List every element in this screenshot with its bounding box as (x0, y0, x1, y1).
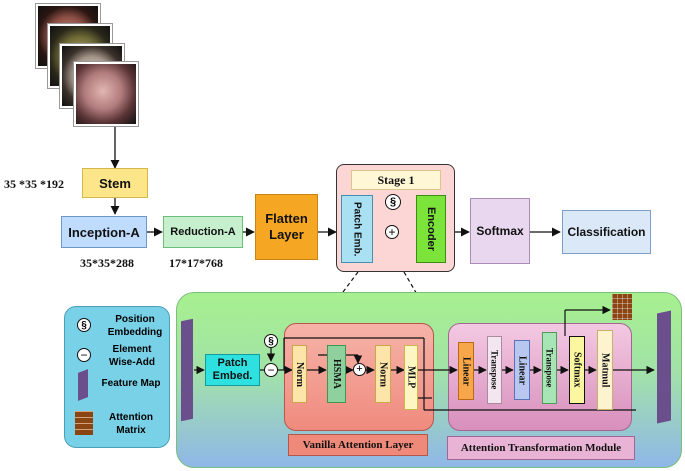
linear-1-block: Linear (458, 342, 474, 400)
legend-element-wise-add: Element Wise-Add (108, 344, 156, 368)
norm-1-label: Norm (294, 361, 305, 387)
element-wise-add-icon: + (385, 225, 399, 239)
patch-emb-label: Patch Emb. (351, 201, 363, 257)
reduction-dimension-label: 17*17*768 (169, 256, 223, 270)
softmax-bottom-block: Softmax (569, 336, 585, 404)
endoscopy-image-4 (74, 62, 138, 126)
transpose-1-block: Transpose (487, 336, 502, 404)
softmax-bottom-label: Softmax (571, 352, 583, 388)
linear-2-label: Linear (516, 355, 528, 385)
output-feature-map (657, 310, 671, 424)
flatten-label: Flatten Layer (265, 211, 308, 242)
linear-1-label: Linear (460, 356, 472, 386)
bottom-position-embedding-icon: § (264, 334, 278, 348)
transpose-2-label: Transpose (544, 348, 555, 388)
matmul-block: Matmul (597, 330, 613, 410)
legend-panel: § Position Embedding − Element Wise-Add … (64, 306, 170, 448)
atm-title-box: Attention Transformation Module (447, 436, 635, 460)
classification-label: Classification (567, 225, 646, 239)
vanilla-attention-container (284, 323, 434, 431)
legend-position-embedding: Position Embedding (107, 314, 163, 338)
hsma-label: HSMA (331, 359, 342, 389)
attention-matrix-legend-icon (75, 411, 93, 435)
inception-label: Inception-A (68, 224, 140, 240)
inception-block: Inception-A (61, 216, 147, 248)
vanilla-attention-title: Vanilla Attention Layer (302, 439, 414, 451)
position-embedding-legend-icon: § (77, 318, 91, 332)
attention-matrix-icon (612, 294, 632, 320)
norm-2-label: Norm (377, 361, 389, 387)
legend-attention-matrix: Attention Matrix (109, 412, 153, 436)
classification-block: Classification (562, 210, 651, 254)
legend-feature-map: Feature Map (101, 378, 161, 389)
norm-2-block: Norm (375, 345, 391, 403)
bottom-element-wise-add-icon: − (264, 363, 278, 377)
inception-dimension-label: 35*35*288 (80, 256, 134, 270)
atm-title: Attention Transformation Module (460, 442, 622, 454)
stem-block: Stem (82, 168, 148, 198)
reduction-block: Reduction-A (163, 216, 243, 248)
patch-emb-block: Patch Emb. (341, 195, 373, 263)
hsma-block: HSMA (327, 345, 346, 403)
encoder-label: Encoder (425, 206, 437, 251)
softmax-block: Softmax (470, 198, 530, 264)
vanilla-add-icon: + (353, 363, 366, 376)
linear-2-block: Linear (514, 340, 530, 400)
stage-1-container: Stage 1 Patch Emb. § + Encoder (336, 164, 455, 272)
flatten-layer-block: Flatten Layer (255, 194, 318, 260)
reduction-label: Reduction-A (170, 226, 236, 238)
stage-1-title-box: Stage 1 (351, 170, 441, 190)
transpose-1-label: Transpose (489, 350, 500, 390)
vanilla-attention-title-box: Vanilla Attention Layer (288, 434, 428, 456)
element-wise-add-legend-icon: − (77, 348, 91, 362)
norm-1-block: Norm (292, 345, 307, 403)
encoder-block: Encoder (416, 195, 446, 263)
stage-1-title: Stage 1 (377, 172, 415, 187)
patch-embed-label: Patch Embed. (212, 357, 253, 382)
matmul-label: Matmul (599, 352, 611, 388)
transpose-2-block: Transpose (542, 332, 557, 404)
position-embedding-icon: § (385, 194, 401, 210)
mlp-label: MLP (405, 366, 417, 389)
patch-embed-block: Patch Embed. (205, 354, 260, 386)
mlp-block: MLP (404, 345, 418, 410)
stem-dimension-label: 35 *35 *192 (4, 177, 64, 191)
softmax-label: Softmax (476, 224, 524, 238)
stem-label: Stem (99, 175, 131, 191)
